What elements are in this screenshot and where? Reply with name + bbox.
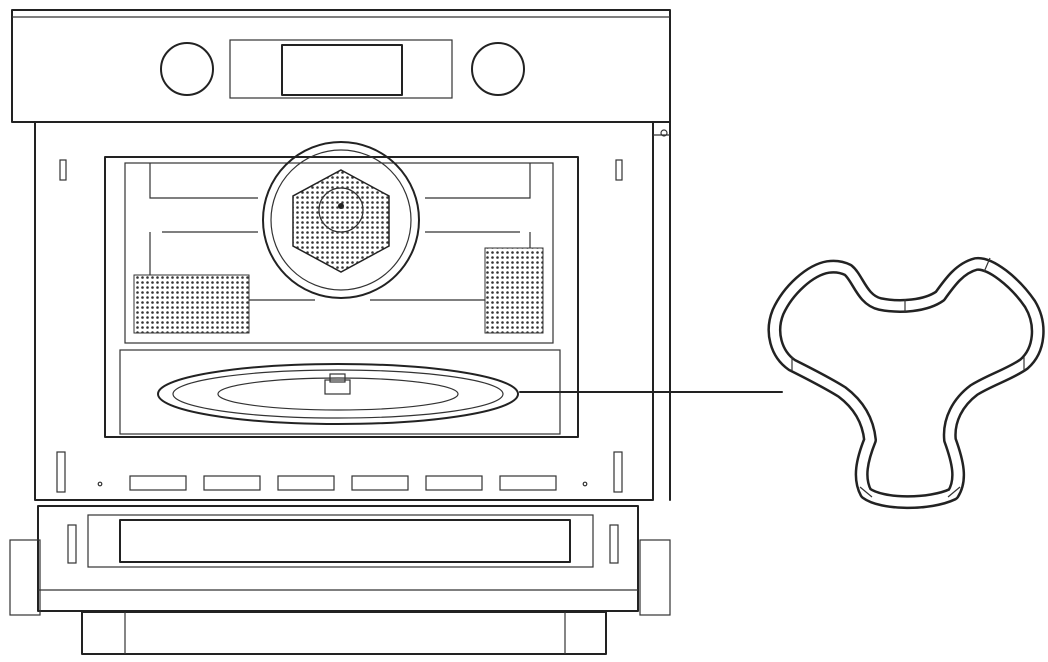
door bbox=[9, 505, 671, 655]
control-panel bbox=[11, 9, 671, 123]
turntable-support-icon[interactable] bbox=[767, 256, 1045, 510]
display-icon bbox=[281, 44, 403, 96]
right-knob-icon[interactable] bbox=[471, 42, 525, 96]
oven-body bbox=[34, 121, 671, 501]
turntable-icon bbox=[157, 363, 519, 425]
left-knob-icon[interactable] bbox=[160, 42, 214, 96]
cavity bbox=[104, 141, 579, 438]
fan-icon bbox=[262, 141, 420, 299]
